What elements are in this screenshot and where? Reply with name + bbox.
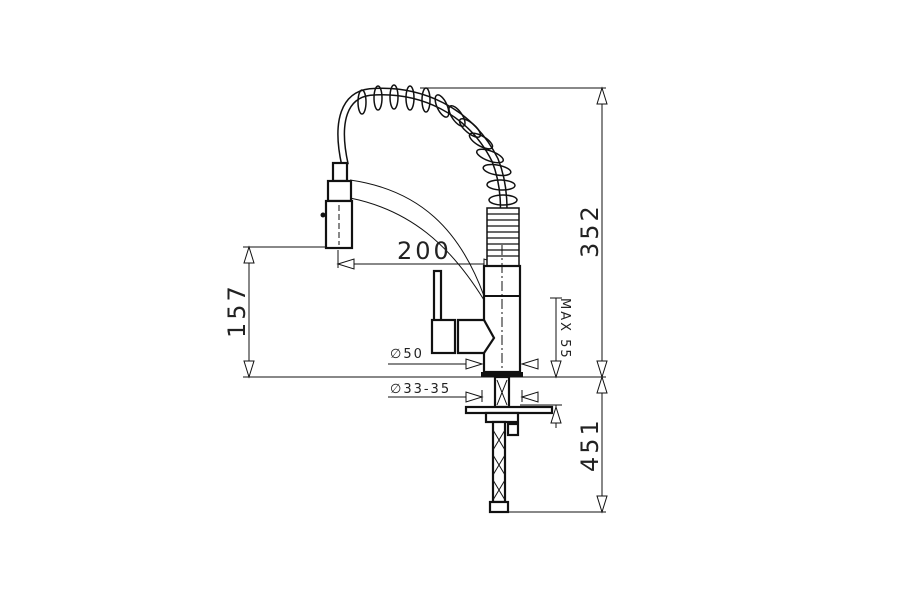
spout: [349, 179, 485, 301]
mounting-hardware: [464, 375, 554, 514]
max-deck-thickness-label: MAX 55: [557, 298, 572, 360]
spring-hose: [337, 84, 520, 267]
hose-length-label: 451: [576, 417, 604, 472]
dimension-lines: [243, 86, 608, 514]
spout-reach-label: 200: [397, 237, 452, 265]
hole-diameter-label: ∅33-35: [390, 382, 451, 397]
lever-handle: [430, 269, 496, 355]
spout-height-label: 157: [223, 283, 251, 338]
spray-head: [320, 161, 354, 250]
base-diameter-label: ∅50: [390, 347, 424, 362]
total-height-label: 352: [576, 203, 604, 258]
faucet-body: [481, 245, 523, 377]
